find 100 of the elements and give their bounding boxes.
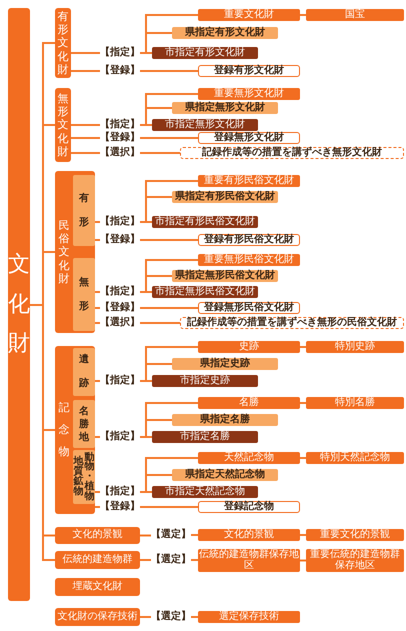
designation-box: 文化的景観 bbox=[198, 529, 300, 541]
designation-box: 市指定名勝 bbox=[152, 431, 258, 443]
connector-line bbox=[95, 436, 100, 438]
connector-line bbox=[140, 559, 151, 561]
vertical-label: 地質鉱物 bbox=[74, 457, 84, 497]
connector-line bbox=[140, 70, 198, 72]
vertical-label: 無形文化財 bbox=[58, 92, 68, 158]
bracket-label: 【指定】 bbox=[100, 486, 140, 498]
subcategory-box bbox=[73, 400, 95, 448]
connector-line bbox=[300, 534, 306, 536]
bracket-label: 【登録】 bbox=[100, 234, 140, 246]
bracket-label: 【登録】 bbox=[100, 302, 140, 314]
designation-box: 重要文化財 bbox=[198, 9, 300, 21]
connector-line bbox=[140, 436, 152, 438]
bracket-label: 【選択】 bbox=[100, 147, 140, 159]
connector-line bbox=[140, 506, 198, 508]
designation-box: 市指定無形文化財 bbox=[152, 119, 258, 131]
designation-box: 重要無形民俗文化財 bbox=[198, 254, 300, 266]
subcategory-box bbox=[73, 348, 95, 396]
designation-box: 史跡 bbox=[198, 341, 300, 353]
connector-line bbox=[71, 52, 100, 54]
designation-box: 特別史跡 bbox=[306, 341, 404, 353]
vertical-label: 有形文化財 bbox=[58, 10, 68, 76]
category-bar bbox=[8, 8, 30, 601]
connector-line bbox=[95, 322, 100, 324]
vertical-label: 無形 bbox=[79, 276, 89, 314]
connector-line bbox=[140, 239, 198, 241]
connector-line bbox=[95, 380, 100, 382]
bracket-label: 【指定】 bbox=[100, 47, 140, 59]
connector-line bbox=[140, 291, 152, 293]
bracket-label: 【指定】 bbox=[100, 431, 140, 443]
designation-box: 市指定有形文化財 bbox=[152, 47, 258, 59]
selection-box: 記録作成等の措置を講ずべき無形の民俗文化財 bbox=[180, 317, 404, 329]
connector-line bbox=[191, 559, 198, 561]
connector-line bbox=[140, 491, 152, 493]
selection-box: 記録作成等の措置を講ずべき無形文化財 bbox=[180, 147, 404, 159]
bracket-label: 【登録】 bbox=[100, 501, 140, 513]
designation-box: 県指定無形文化財 bbox=[172, 102, 278, 114]
connector-line bbox=[300, 402, 306, 404]
connector-line bbox=[140, 52, 152, 54]
designation-box: 選定保存技術 bbox=[198, 611, 300, 623]
connector-line bbox=[95, 221, 100, 223]
bracket-label: 【選定】 bbox=[151, 611, 191, 623]
designation-box: 重要伝統的建造物群保存地区 bbox=[306, 549, 404, 572]
designation-box: 特別天然記念物 bbox=[306, 452, 404, 464]
designation-box: 伝統的建造物群保存地区 bbox=[198, 549, 300, 572]
connector-line bbox=[71, 152, 100, 154]
connector-line bbox=[95, 291, 100, 293]
connector-line bbox=[140, 137, 198, 139]
connector-line bbox=[300, 457, 306, 459]
connector-line bbox=[140, 380, 152, 382]
connector-line bbox=[95, 491, 100, 493]
connector-line bbox=[140, 322, 180, 324]
bracket-label: 【指定】 bbox=[100, 286, 140, 298]
category-bar bbox=[55, 88, 71, 162]
bracket-label: 【登録】 bbox=[100, 65, 140, 77]
vertical-label: 民俗文化財 bbox=[58, 219, 70, 285]
category-box: 文化的景観 bbox=[55, 527, 140, 544]
bracket-label: 【登録】 bbox=[100, 132, 140, 144]
category-box: 文化財の保存技術 bbox=[55, 608, 140, 626]
bracket-label: 【指定】 bbox=[100, 375, 140, 387]
designation-box: 国宝 bbox=[306, 9, 404, 21]
category-bar bbox=[55, 346, 95, 514]
vertical-label: 記念物 bbox=[58, 400, 70, 460]
designation-box: 県指定天然記念物 bbox=[172, 469, 278, 481]
registration-box: 登録有形文化財 bbox=[198, 65, 300, 77]
connector-line bbox=[95, 239, 100, 241]
connector-line bbox=[140, 616, 151, 618]
connector-line bbox=[140, 124, 152, 126]
connector-line bbox=[95, 307, 100, 309]
designation-box: 市指定天然記念物 bbox=[152, 486, 258, 498]
bracket-label: 【選定】 bbox=[151, 554, 191, 566]
designation-box: 県指定有形民俗文化財 bbox=[172, 191, 278, 203]
designation-box: 重要無形文化財 bbox=[198, 88, 300, 100]
connector-line bbox=[140, 152, 180, 154]
connector-line bbox=[95, 506, 100, 508]
designation-box: 県指定史跡 bbox=[172, 358, 278, 370]
designation-box: 県指定名勝 bbox=[172, 414, 278, 426]
connector-line bbox=[300, 560, 306, 562]
designation-box: 市指定無形民俗文化財 bbox=[152, 286, 258, 298]
bracket-label: 【選定】 bbox=[151, 529, 191, 541]
category-box: 伝統的建造物群 bbox=[55, 551, 140, 569]
bracket-label: 【指定】 bbox=[100, 119, 140, 131]
vertical-label: 有形 bbox=[79, 192, 89, 230]
designation-box: 重要有形民俗文化財 bbox=[198, 175, 300, 187]
designation-box: 市指定有形民俗文化財 bbox=[152, 216, 258, 228]
connector-line bbox=[140, 534, 151, 536]
designation-box: 県指定有形文化財 bbox=[172, 27, 278, 39]
designation-box: 名勝 bbox=[198, 397, 300, 409]
subcategory-box bbox=[73, 450, 95, 504]
connector-line bbox=[300, 14, 306, 16]
subcategory-box bbox=[73, 175, 95, 246]
registration-box: 登録無形民俗文化財 bbox=[198, 302, 300, 314]
bracket-label: 【指定】 bbox=[100, 216, 140, 228]
connector-line bbox=[140, 307, 198, 309]
connector-line bbox=[71, 137, 100, 139]
designation-box: 重要文化的景観 bbox=[306, 529, 404, 541]
category-box: 埋蔵文化財 bbox=[55, 578, 140, 596]
category-bar bbox=[55, 171, 95, 333]
connector-line bbox=[71, 70, 100, 72]
